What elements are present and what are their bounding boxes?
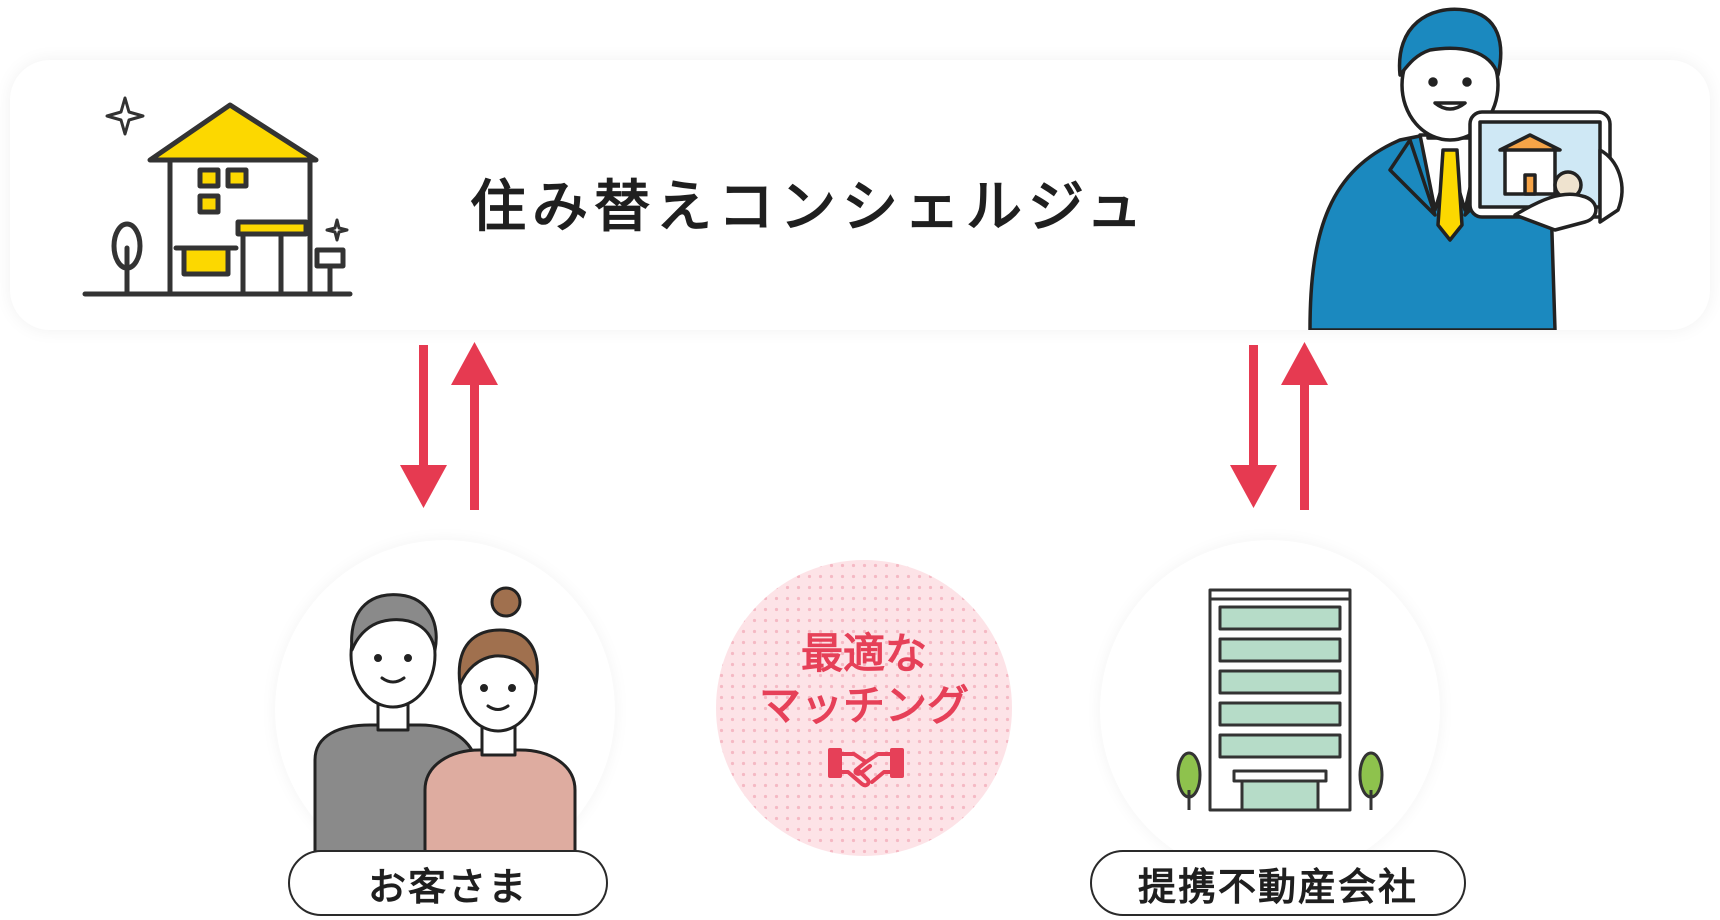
house-icon <box>82 96 353 297</box>
matching-line-1: 最適な <box>800 629 927 678</box>
office-building-illustration <box>1176 588 1384 812</box>
right-arrows <box>1230 342 1328 510</box>
handshake-icon <box>828 748 904 788</box>
concierge-agent-illustration <box>1308 7 1624 330</box>
matching-line-2: マッチング <box>758 681 969 730</box>
couple-illustration <box>313 586 577 860</box>
matching-circle <box>716 560 1012 856</box>
left-arrows <box>400 342 498 510</box>
page-title: 住み替えコンシェルジュ <box>470 175 1149 240</box>
customer-label: お客さま <box>288 850 608 916</box>
partner-label: 提携不動産会社 <box>1090 850 1466 916</box>
